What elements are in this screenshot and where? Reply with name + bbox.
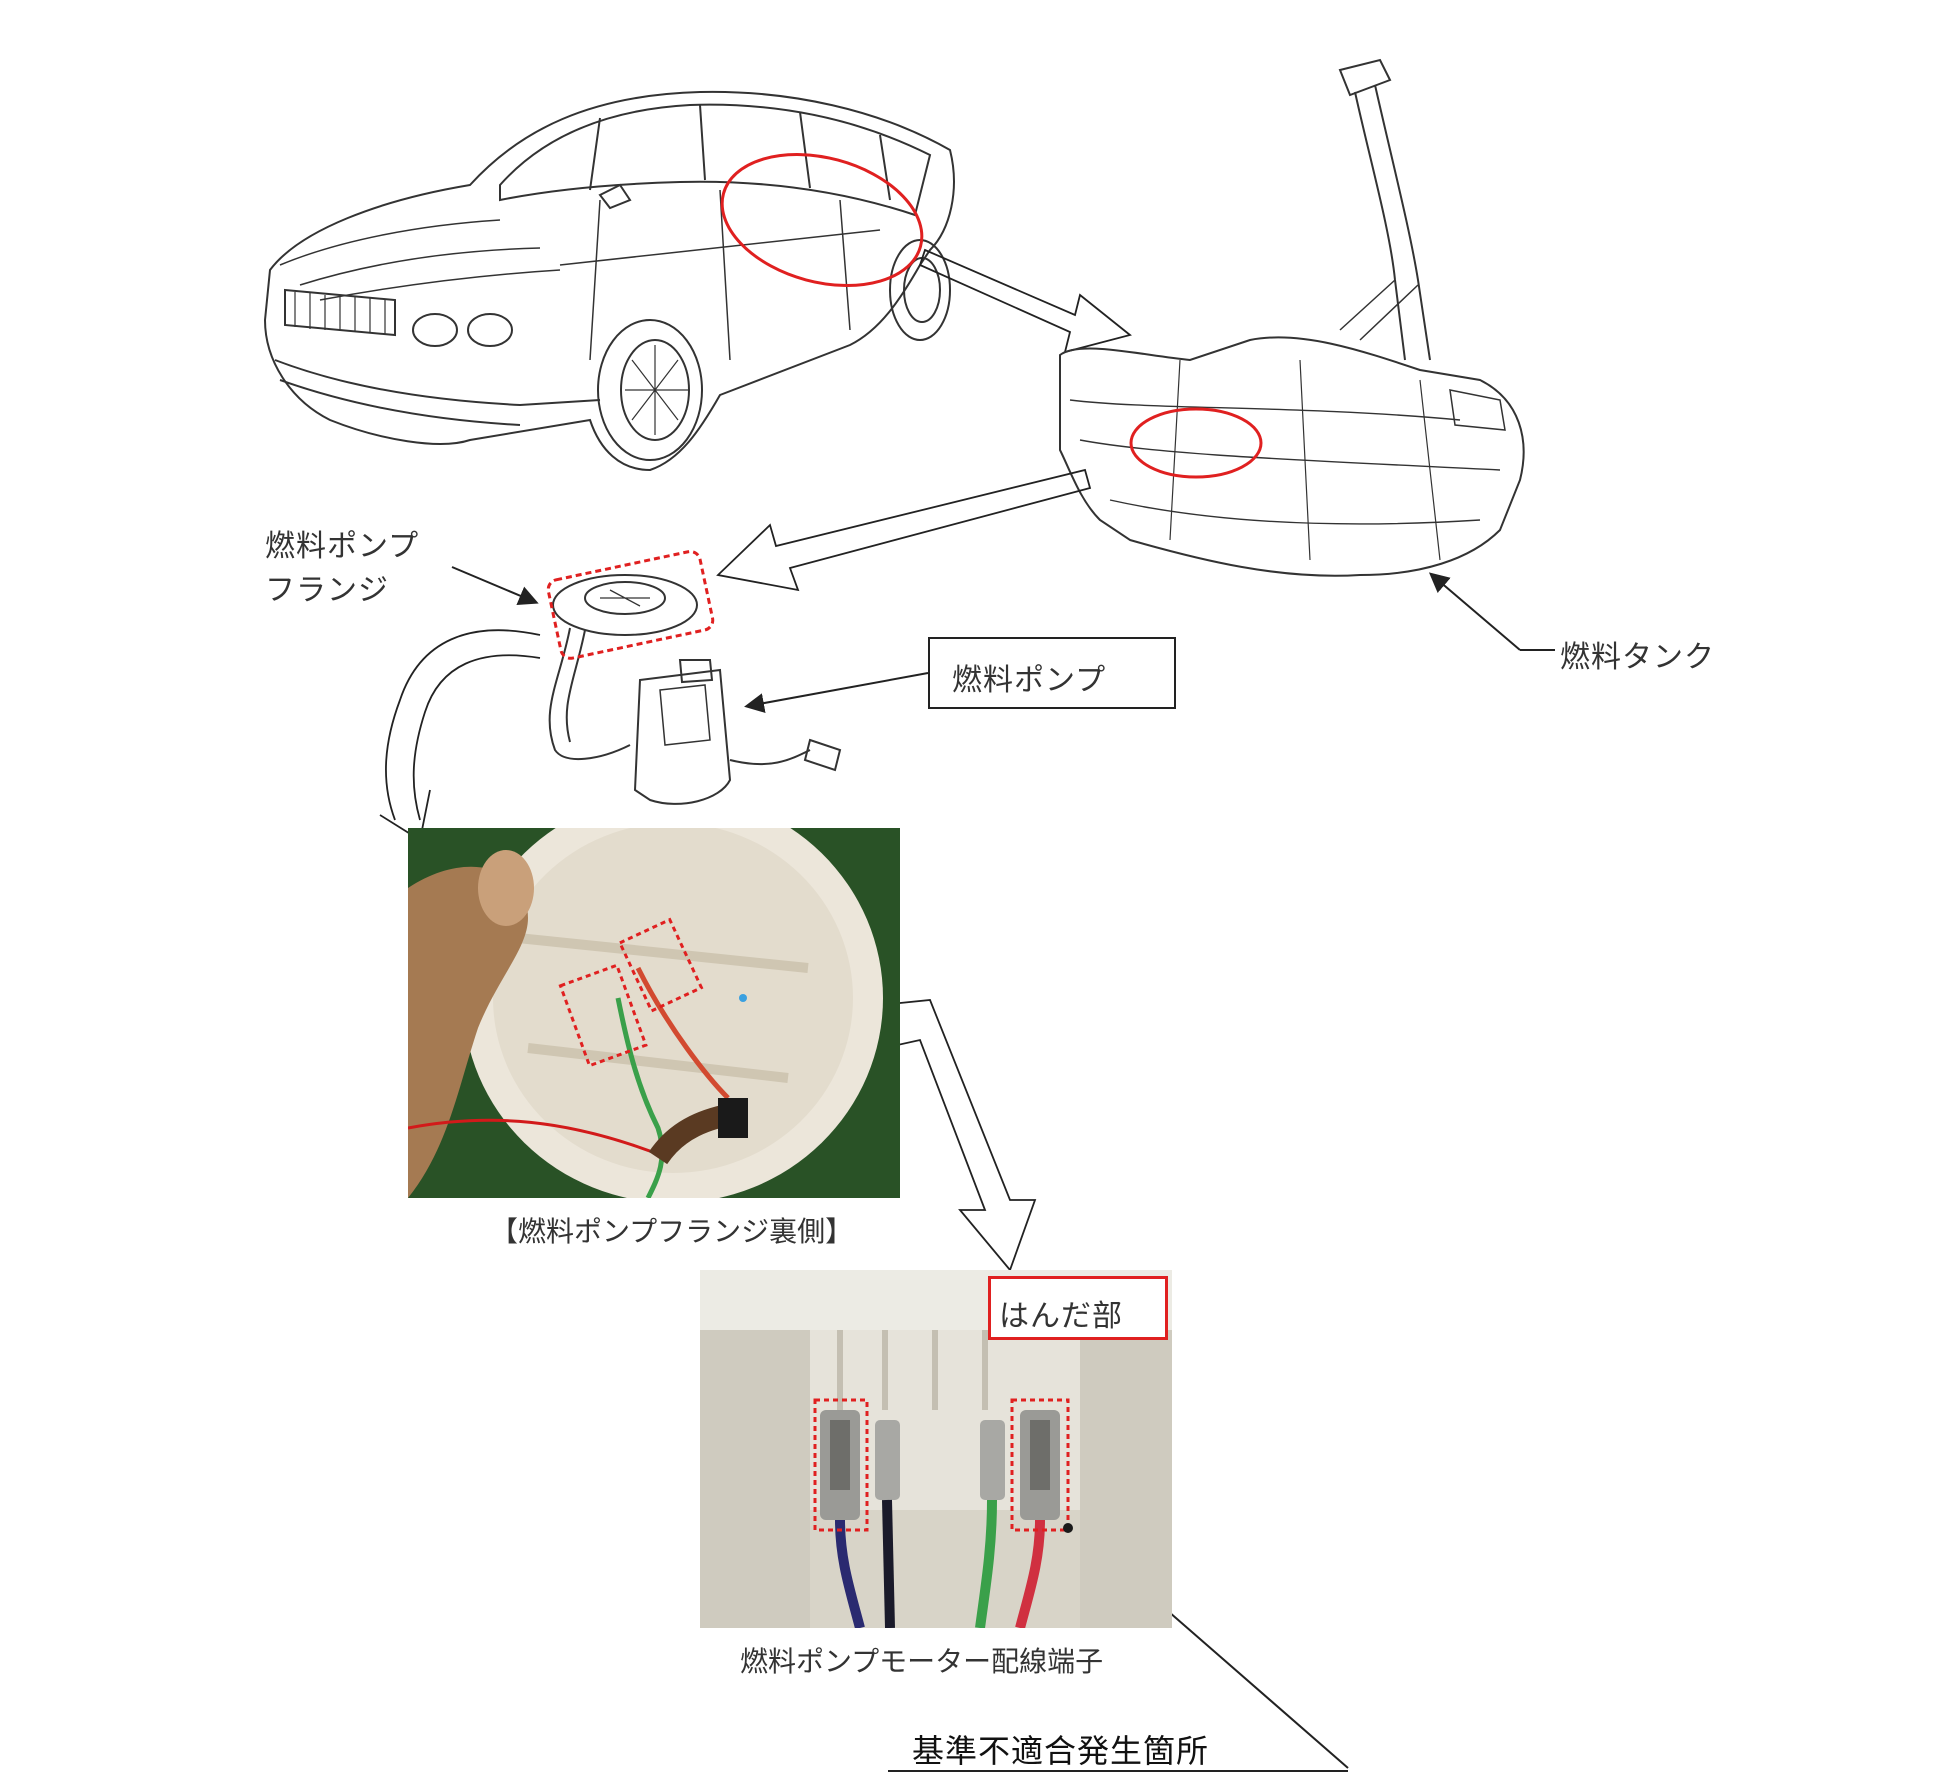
tank-pump-highlight (1129, 407, 1263, 479)
pump-flange-label-line1: 燃料ポンプ (265, 529, 420, 564)
fuel-pump-label: 燃料ポンプ (952, 663, 1107, 698)
flange-photo (408, 828, 900, 1198)
car-tank-highlight (720, 153, 924, 287)
arrow-tank-label (1428, 572, 1521, 651)
arrow-car-to-tank (918, 248, 1132, 354)
terminal-caption: 燃料ポンプモーター配線端子 (740, 1645, 1104, 1678)
nonconformity-label: 基準不適合発生箇所 (912, 1732, 1210, 1770)
pump-flange-label-line2: フランジ (265, 573, 389, 608)
fuel-pump-illustration (548, 574, 842, 805)
car-illustration (263, 90, 955, 472)
fuel-tank-illustration (1059, 58, 1525, 577)
pump-flange-label: 燃料ポンプ フランジ (265, 525, 419, 613)
fuel-pump-label-box: 燃料ポンプ (928, 637, 1176, 709)
solder-label-box: はんだ部 (988, 1276, 1168, 1340)
flange-highlight (546, 550, 715, 660)
arrow-flange-label (451, 566, 539, 605)
arrow-pump-label (744, 672, 929, 713)
arrow-tank-to-flange (716, 468, 1092, 592)
arrow-flange-to-photo (379, 629, 541, 842)
fuel-tank-label: 燃料タンク (1560, 640, 1715, 675)
flange-back-caption: 【燃料ポンプフランジ裏側】 (490, 1215, 854, 1248)
solder-label: はんだ部 (999, 1299, 1123, 1334)
